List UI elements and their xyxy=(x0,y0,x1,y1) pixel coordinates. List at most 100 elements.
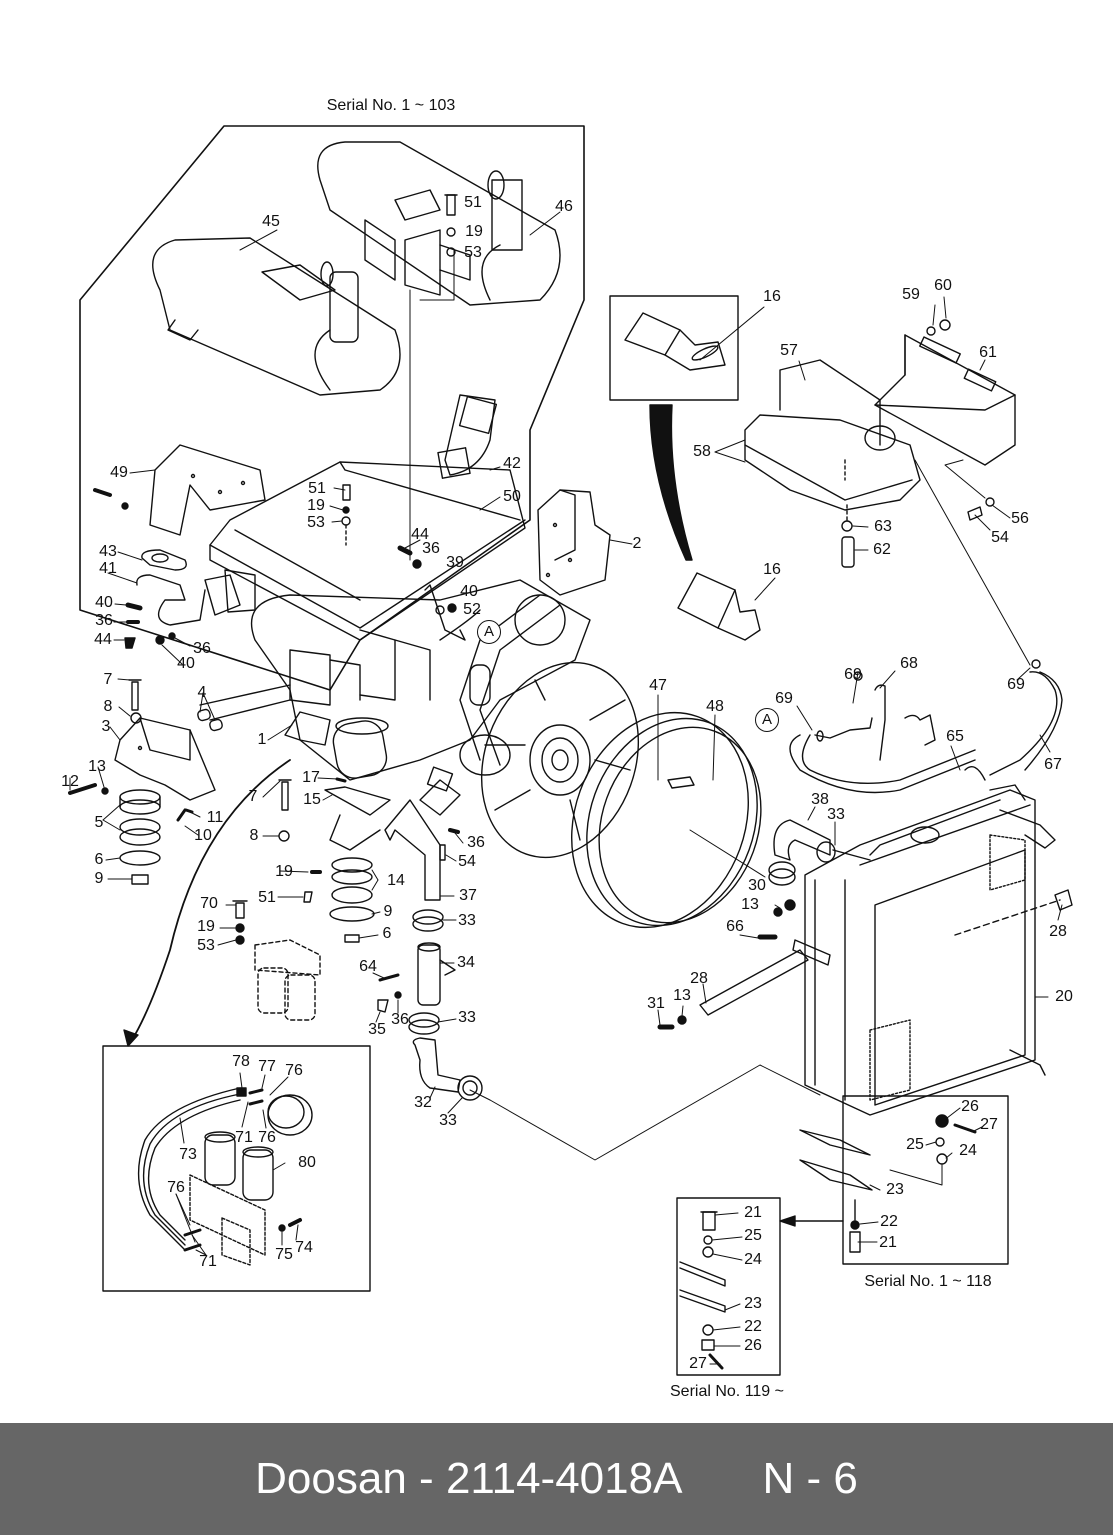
transition-arrow xyxy=(649,404,693,561)
part-callout-67: 67 xyxy=(1044,756,1062,773)
part-callout-21: 21 xyxy=(744,1204,762,1221)
bolt-51-top xyxy=(444,194,458,216)
part-callout-17: 17 xyxy=(302,769,320,786)
elbow-hose-32 xyxy=(412,1037,461,1093)
bracket-49 xyxy=(149,444,266,536)
part-callout-70: 70 xyxy=(200,895,218,912)
page-number: N - 6 xyxy=(762,1454,858,1503)
part-callout-27: 27 xyxy=(689,1355,707,1372)
inset-box-16 xyxy=(609,295,739,401)
parts-diagram: Serial No. 1 ~ 103 Serial No. 1 ~ 118 Se… xyxy=(61,97,1073,1400)
part-callout-34: 34 xyxy=(457,954,475,971)
part-callout-65: 65 xyxy=(946,728,964,745)
oil-cooler-unit xyxy=(267,1094,313,1136)
part-callout-54: 54 xyxy=(458,853,476,870)
part-callout-71: 71 xyxy=(235,1129,253,1146)
part-callout-22: 22 xyxy=(880,1213,898,1230)
fan-47 xyxy=(480,661,640,859)
mount-bracket-2 xyxy=(537,489,611,596)
part-callout-27: 27 xyxy=(980,1116,998,1133)
footer-bar: Doosan - 2114-4018A N - 6 xyxy=(0,1423,1113,1535)
oil-cooler-detail-box xyxy=(102,1045,371,1292)
part-callout-74: 74 xyxy=(295,1239,313,1256)
heater-hose-assembly xyxy=(789,671,1026,801)
bracket-16 xyxy=(677,572,761,641)
part-callout-19: 19 xyxy=(465,223,483,240)
part-number: 2114-4018A xyxy=(445,1454,681,1503)
part-callout-36: 36 xyxy=(391,1011,409,1028)
part-callout-69: 69 xyxy=(844,666,862,683)
part-callout-14: 14 xyxy=(387,872,405,889)
radiator-20 xyxy=(804,789,1056,1116)
part-callout-54: 54 xyxy=(991,529,1009,546)
part-callout-33: 33 xyxy=(439,1112,457,1129)
part-callout-44: 44 xyxy=(411,526,429,543)
part-callout-2: 2 xyxy=(632,535,642,552)
muffler-46 xyxy=(317,141,561,306)
part-callout-42: 42 xyxy=(503,455,521,472)
part-callout-38: 38 xyxy=(811,791,829,808)
part-callout-20: 20 xyxy=(1055,988,1073,1005)
flange-gasket-43 xyxy=(141,549,187,571)
part-callout-7: 7 xyxy=(103,671,113,688)
part-callout-46: 46 xyxy=(555,198,573,215)
part-callout-28: 28 xyxy=(690,970,708,987)
part-callout-36: 36 xyxy=(193,640,211,657)
part-callout-13: 13 xyxy=(88,758,106,775)
part-callout-80: 80 xyxy=(298,1154,316,1171)
part-callout-36: 36 xyxy=(467,834,485,851)
part-callout-8: 8 xyxy=(103,698,113,715)
part-callout-10: 10 xyxy=(194,827,212,844)
part-callout-30: 30 xyxy=(748,877,766,894)
part-callout-69: 69 xyxy=(775,690,793,707)
part-callout-15: 15 xyxy=(303,791,321,808)
part-callout-48: 48 xyxy=(706,698,724,715)
part-callout-76: 76 xyxy=(285,1062,303,1079)
part-callout-37: 37 xyxy=(459,887,477,904)
part-callout-66: 66 xyxy=(726,918,744,935)
part-callout-78: 78 xyxy=(232,1053,250,1070)
part-callout-13: 13 xyxy=(741,896,759,913)
part-callout-25: 25 xyxy=(744,1227,762,1244)
part-callout-4: 4 xyxy=(197,684,207,701)
detail-arrow xyxy=(131,759,291,1041)
part-callout-58: 58 xyxy=(693,443,711,460)
part-callout-73: 73 xyxy=(179,1146,197,1163)
part-callout-50: 50 xyxy=(503,488,521,505)
part-callout-45: 45 xyxy=(262,213,280,230)
part-callout-9: 9 xyxy=(94,870,104,887)
exhaust-elbow-42 xyxy=(437,394,498,479)
part-callout-61: 61 xyxy=(979,344,997,361)
part-callout-68: 68 xyxy=(900,655,918,672)
brand-name: Doosan xyxy=(255,1454,407,1503)
part-callout-32: 32 xyxy=(414,1094,432,1111)
serial-label-early-mount: Serial No. 1 ~ 118 xyxy=(864,1273,992,1290)
hose-38 xyxy=(768,819,871,886)
diagram-linework xyxy=(68,125,1073,1376)
filter-elements-80 xyxy=(204,1131,274,1201)
part-callout-6: 6 xyxy=(382,925,392,942)
part-callout-1: 1 xyxy=(257,731,267,748)
part-callout-56: 56 xyxy=(1011,510,1029,527)
muffler-group-boundary xyxy=(79,125,585,691)
heat-shield-50 xyxy=(209,461,526,641)
fan-belt xyxy=(459,594,566,776)
part-callout-19: 19 xyxy=(307,497,325,514)
oil-cooler-hoses xyxy=(137,1087,241,1251)
part-callout-25: 25 xyxy=(906,1136,924,1153)
part-callout-63: 63 xyxy=(874,518,892,535)
part-callout-40: 40 xyxy=(460,583,478,600)
part-callout-24: 24 xyxy=(744,1251,762,1268)
part-callout-36: 36 xyxy=(95,612,113,629)
part-callout-23: 23 xyxy=(886,1181,904,1198)
part-callout-26: 26 xyxy=(744,1337,762,1354)
footer-title: Doosan - 2114-4018A N - 6 xyxy=(255,1454,858,1504)
part-callout-36: 36 xyxy=(422,540,440,557)
part-callout-64: 64 xyxy=(359,958,377,975)
part-callout-53: 53 xyxy=(197,937,215,954)
serial-label-late-mount: Serial No. 119 ~ xyxy=(670,1383,784,1400)
serial-label-muffler: Serial No. 1 ~ 103 xyxy=(326,97,456,114)
part-callout-53: 53 xyxy=(307,514,325,531)
part-callout-39: 39 xyxy=(446,554,464,571)
part-callout-59: 59 xyxy=(902,286,920,303)
